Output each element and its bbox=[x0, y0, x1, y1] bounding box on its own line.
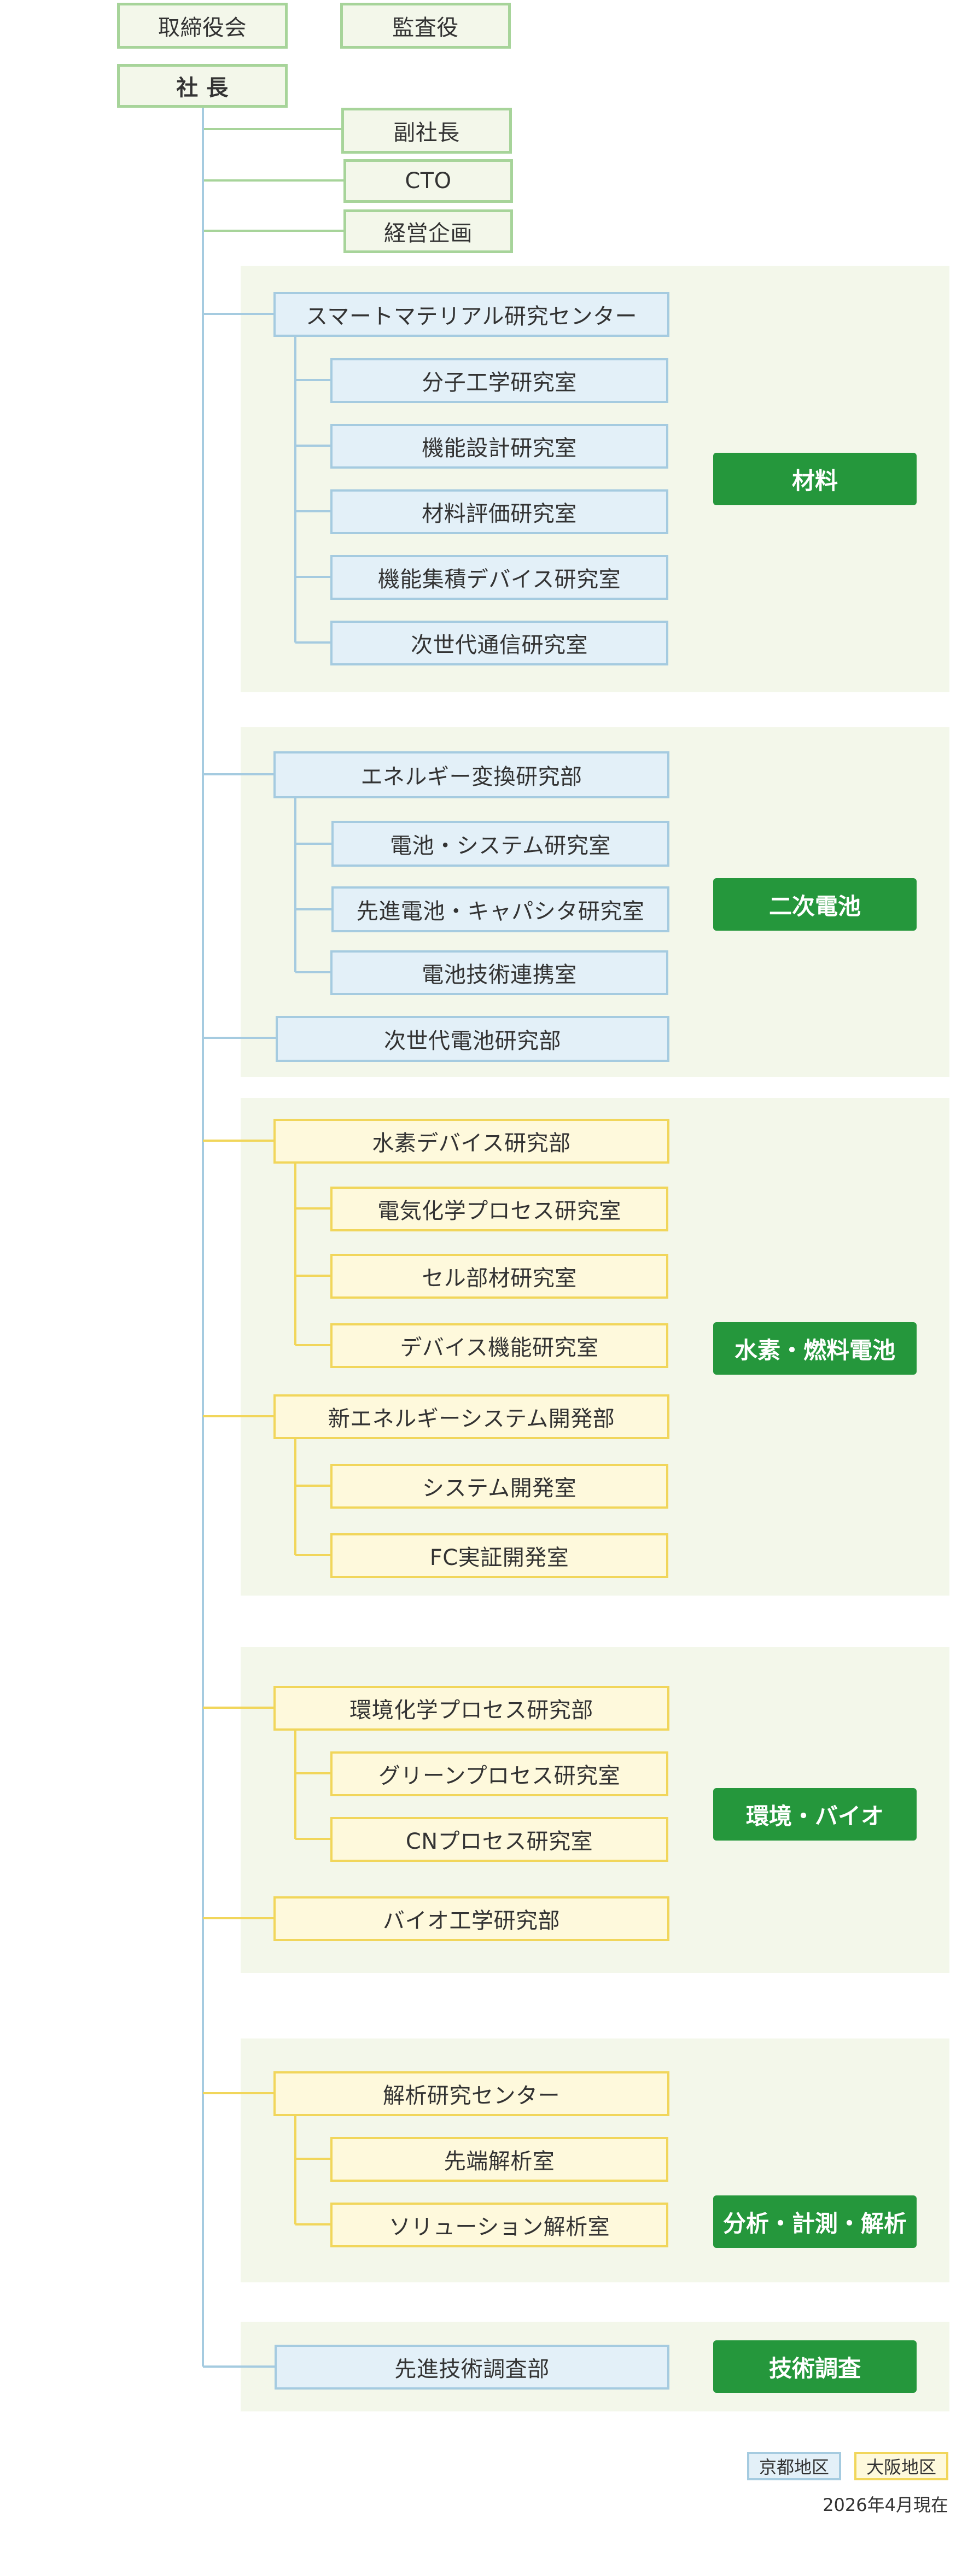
legend-osaka: 大阪地区 bbox=[854, 2452, 948, 2480]
materials-tag: 材料 bbox=[713, 453, 917, 505]
auditor-box: 監査役 bbox=[340, 3, 511, 49]
hydrogen-tag: 水素・燃料電池 bbox=[713, 1322, 917, 1375]
cto-box: CTO bbox=[343, 159, 513, 203]
env-chem-process-dept-box: 環境化学プロセス研究部 bbox=[273, 1686, 669, 1731]
next-gen-battery-dept-box: 次世代電池研究部 bbox=[276, 1016, 669, 1062]
lab-box: 電池・システム研究室 bbox=[331, 821, 669, 867]
advanced-tech-research-dept-box: 先進技術調査部 bbox=[275, 2345, 669, 2390]
lab-box: ソリューション解析室 bbox=[330, 2203, 668, 2247]
lab-box: デバイス機能研究室 bbox=[330, 1323, 668, 1368]
board-box: 取締役会 bbox=[117, 3, 288, 49]
environment-tag: 環境・バイオ bbox=[713, 1788, 917, 1841]
lab-box: 機能設計研究室 bbox=[330, 424, 668, 469]
lab-box: 分子工学研究室 bbox=[330, 358, 668, 403]
lab-box: 先進電池・キャパシタ研究室 bbox=[331, 886, 669, 932]
president-box: 社 長 bbox=[117, 64, 288, 108]
legend-kyoto: 京都地区 bbox=[747, 2452, 841, 2480]
lab-box: 次世代通信研究室 bbox=[330, 621, 668, 665]
vice-president-box: 副社長 bbox=[341, 108, 512, 154]
as-of-date: 2026年4月現在 bbox=[823, 2495, 948, 2515]
lab-box: 材料評価研究室 bbox=[330, 489, 668, 534]
lab-box: 機能集積デバイス研究室 bbox=[330, 555, 668, 600]
lab-box: グリーンプロセス研究室 bbox=[330, 1751, 668, 1796]
lab-box: セル部材研究室 bbox=[330, 1254, 668, 1299]
hydrogen-device-dept-box: 水素デバイス研究部 bbox=[273, 1119, 669, 1164]
lab-box: 先端解析室 bbox=[330, 2137, 668, 2182]
analysis-center-box: 解析研究センター bbox=[273, 2071, 669, 2116]
lab-box: 電池技術連携室 bbox=[330, 950, 668, 995]
bio-engineering-dept-box: バイオ工学研究部 bbox=[273, 1896, 669, 1941]
lab-box: システム開発室 bbox=[330, 1464, 668, 1509]
energy-conversion-dept-box: エネルギー変換研究部 bbox=[273, 751, 669, 798]
research-tag: 技術調査 bbox=[713, 2340, 917, 2393]
battery-tag: 二次電池 bbox=[713, 878, 917, 931]
lab-box: 電気化学プロセス研究室 bbox=[330, 1187, 668, 1231]
smart-material-center-box: スマートマテリアル研究センター bbox=[273, 292, 669, 337]
lab-box: FC実証開発室 bbox=[330, 1533, 668, 1578]
planning-box: 経営企画 bbox=[343, 209, 513, 253]
analysis-tag: 分析・計測・解析 bbox=[713, 2195, 917, 2248]
new-energy-system-dept-box: 新エネルギーシステム開発部 bbox=[273, 1394, 669, 1439]
lab-box: CNプロセス研究室 bbox=[330, 1817, 668, 1862]
